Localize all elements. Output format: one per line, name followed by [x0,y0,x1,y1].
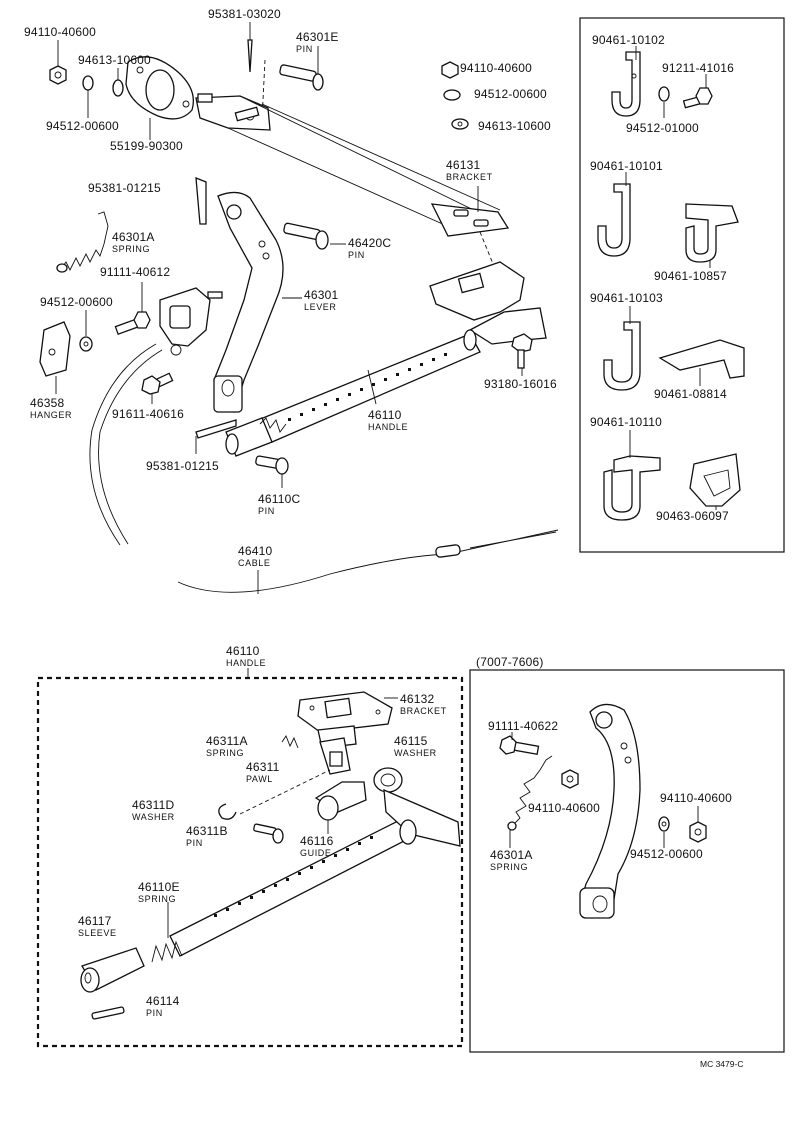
top-assembly-drawing [39,22,559,594]
label-94512-00600-left: 94512-00600 [40,295,113,309]
name-46420c: PIN [348,250,365,260]
name-46115: WASHER [394,748,437,758]
label-range-7007-7606: (7007-7606) [476,655,544,669]
label-46110c: 46110C [258,492,301,506]
callout-46301a-variant: 46301A SPRING [490,848,533,872]
callout-46110-detail: 46110 HANDLE [226,644,266,668]
name-46116: GUIDE [300,848,332,858]
name-46114: PIN [146,1008,163,1018]
callout-46115: 46115 WASHER [394,734,437,758]
label-90461-08814: 90461-08814 [654,387,727,401]
lever-variant-drawing [469,669,785,1053]
label-46110-detail: 46110 [226,644,260,658]
label-90461-10103: 90461-10103 [590,291,663,305]
callout-46301e: 46301E PIN [296,30,339,54]
callout-46132: 46132 BRACKET [400,692,447,716]
label-46410: 46410 [238,544,273,558]
callout-46311b: 46311B PIN [186,824,228,848]
label-95381-03020: 95381-03020 [208,7,281,21]
name-46311b: PIN [186,838,203,848]
label-46301: 46301 [304,288,339,302]
label-46420c: 46420C [348,236,392,250]
callout-46410: 46410 CABLE [238,544,272,568]
label-46117: 46117 [78,914,112,928]
label-90461-10857: 90461-10857 [654,269,727,283]
label-94110-40600-top-right: 94110-40600 [460,61,533,75]
label-46131: 46131 [446,158,481,172]
name-46110e: SPRING [138,894,177,904]
label-46301a-variant: 46301A [490,848,533,862]
name-46301a-top: SPRING [112,244,151,254]
callout-46110e: 46110E SPRING [138,880,180,904]
label-46132: 46132 [400,692,435,706]
label-46110e: 46110E [138,880,180,894]
name-46301a-variant: SPRING [490,862,529,872]
callout-46114: 46114 PIN [146,994,179,1018]
label-46311d: 46311D [132,798,175,812]
label-46358: 46358 [30,396,65,410]
name-46311d: WASHER [132,812,175,822]
name-46132: BRACKET [400,706,447,716]
label-46301e: 46301E [296,30,339,44]
label-90461-10101: 90461-10101 [590,159,663,173]
label-46114: 46114 [146,994,180,1008]
callout-46131: 46131 BRACKET [446,158,493,182]
figure-code: MC 3479-C [700,1059,744,1069]
name-46358: HANGER [30,410,73,420]
label-90463-06097: 90463-06097 [656,509,729,523]
name-46117: SLEEVE [78,928,117,938]
callout-46116: 46116 GUIDE [300,834,333,858]
name-46410: CABLE [238,558,271,568]
callout-46311a: 46311A SPRING [206,734,248,758]
callout-46110c: 46110C PIN [258,492,300,516]
label-55199-90300: 55199-90300 [110,139,183,153]
name-46311: PAWL [246,774,273,784]
callout-46301: 46301 LEVER [304,288,338,312]
label-46311b: 46311B [186,824,228,838]
label-93180-16016: 93180-16016 [484,377,557,391]
callout-46311d: 46311D WASHER [132,798,175,822]
label-94512-00600-variant: 94512-00600 [630,847,703,861]
callout-46110-top: 46110 HANDLE [368,408,408,432]
name-46301: LEVER [304,302,337,312]
label-91211-41016: 91211-41016 [662,61,735,75]
callout-46358: 46358 HANGER [30,396,72,420]
name-46110-detail: HANDLE [226,658,267,668]
label-94512-01000: 94512-01000 [626,121,699,135]
label-46116: 46116 [300,834,334,848]
label-91111-40612: 91111-40612 [100,265,171,279]
name-46110c: PIN [258,506,275,516]
name-46131: BRACKET [446,172,493,182]
label-94110-40600-variant-right: 94110-40600 [660,791,733,805]
callout-46301a-top: 46301A SPRING [112,230,155,254]
label-94613-10600-top-right: 94613-10600 [478,119,551,133]
label-94512-00600-top-right: 94512-00600 [474,87,547,101]
label-46110-top: 46110 [368,408,402,422]
callout-46311: 46311 PAWL [246,760,279,784]
handle-detail-drawing [36,668,464,1048]
label-46311a: 46311A [206,734,248,748]
label-95381-01215-upper: 95381-01215 [88,181,161,195]
name-46301e: PIN [296,44,313,54]
label-46301a-top: 46301A [112,230,155,244]
label-94613-10600-top-left: 94613-10600 [78,53,151,67]
name-46311a: SPRING [206,748,245,758]
name-46110-top: HANDLE [368,422,409,432]
label-46311: 46311 [246,760,280,774]
callout-46117: 46117 SLEEVE [78,914,117,938]
label-94110-40600-top-left: 94110-40600 [24,25,97,39]
label-90461-10110: 90461-10110 [590,415,663,429]
label-94512-00600-top-left: 94512-00600 [46,119,119,133]
label-91611-40616: 91611-40616 [112,407,185,421]
label-91111-40622: 91111-40622 [488,719,559,733]
label-46115: 46115 [394,734,428,748]
label-95381-01215-lower: 95381-01215 [146,459,219,473]
label-94110-40600-variant-middle: 94110-40600 [528,801,601,815]
label-90461-10102: 90461-10102 [592,33,665,47]
clip-box-drawing [579,17,785,553]
callout-46420c: 46420C PIN [348,236,391,260]
